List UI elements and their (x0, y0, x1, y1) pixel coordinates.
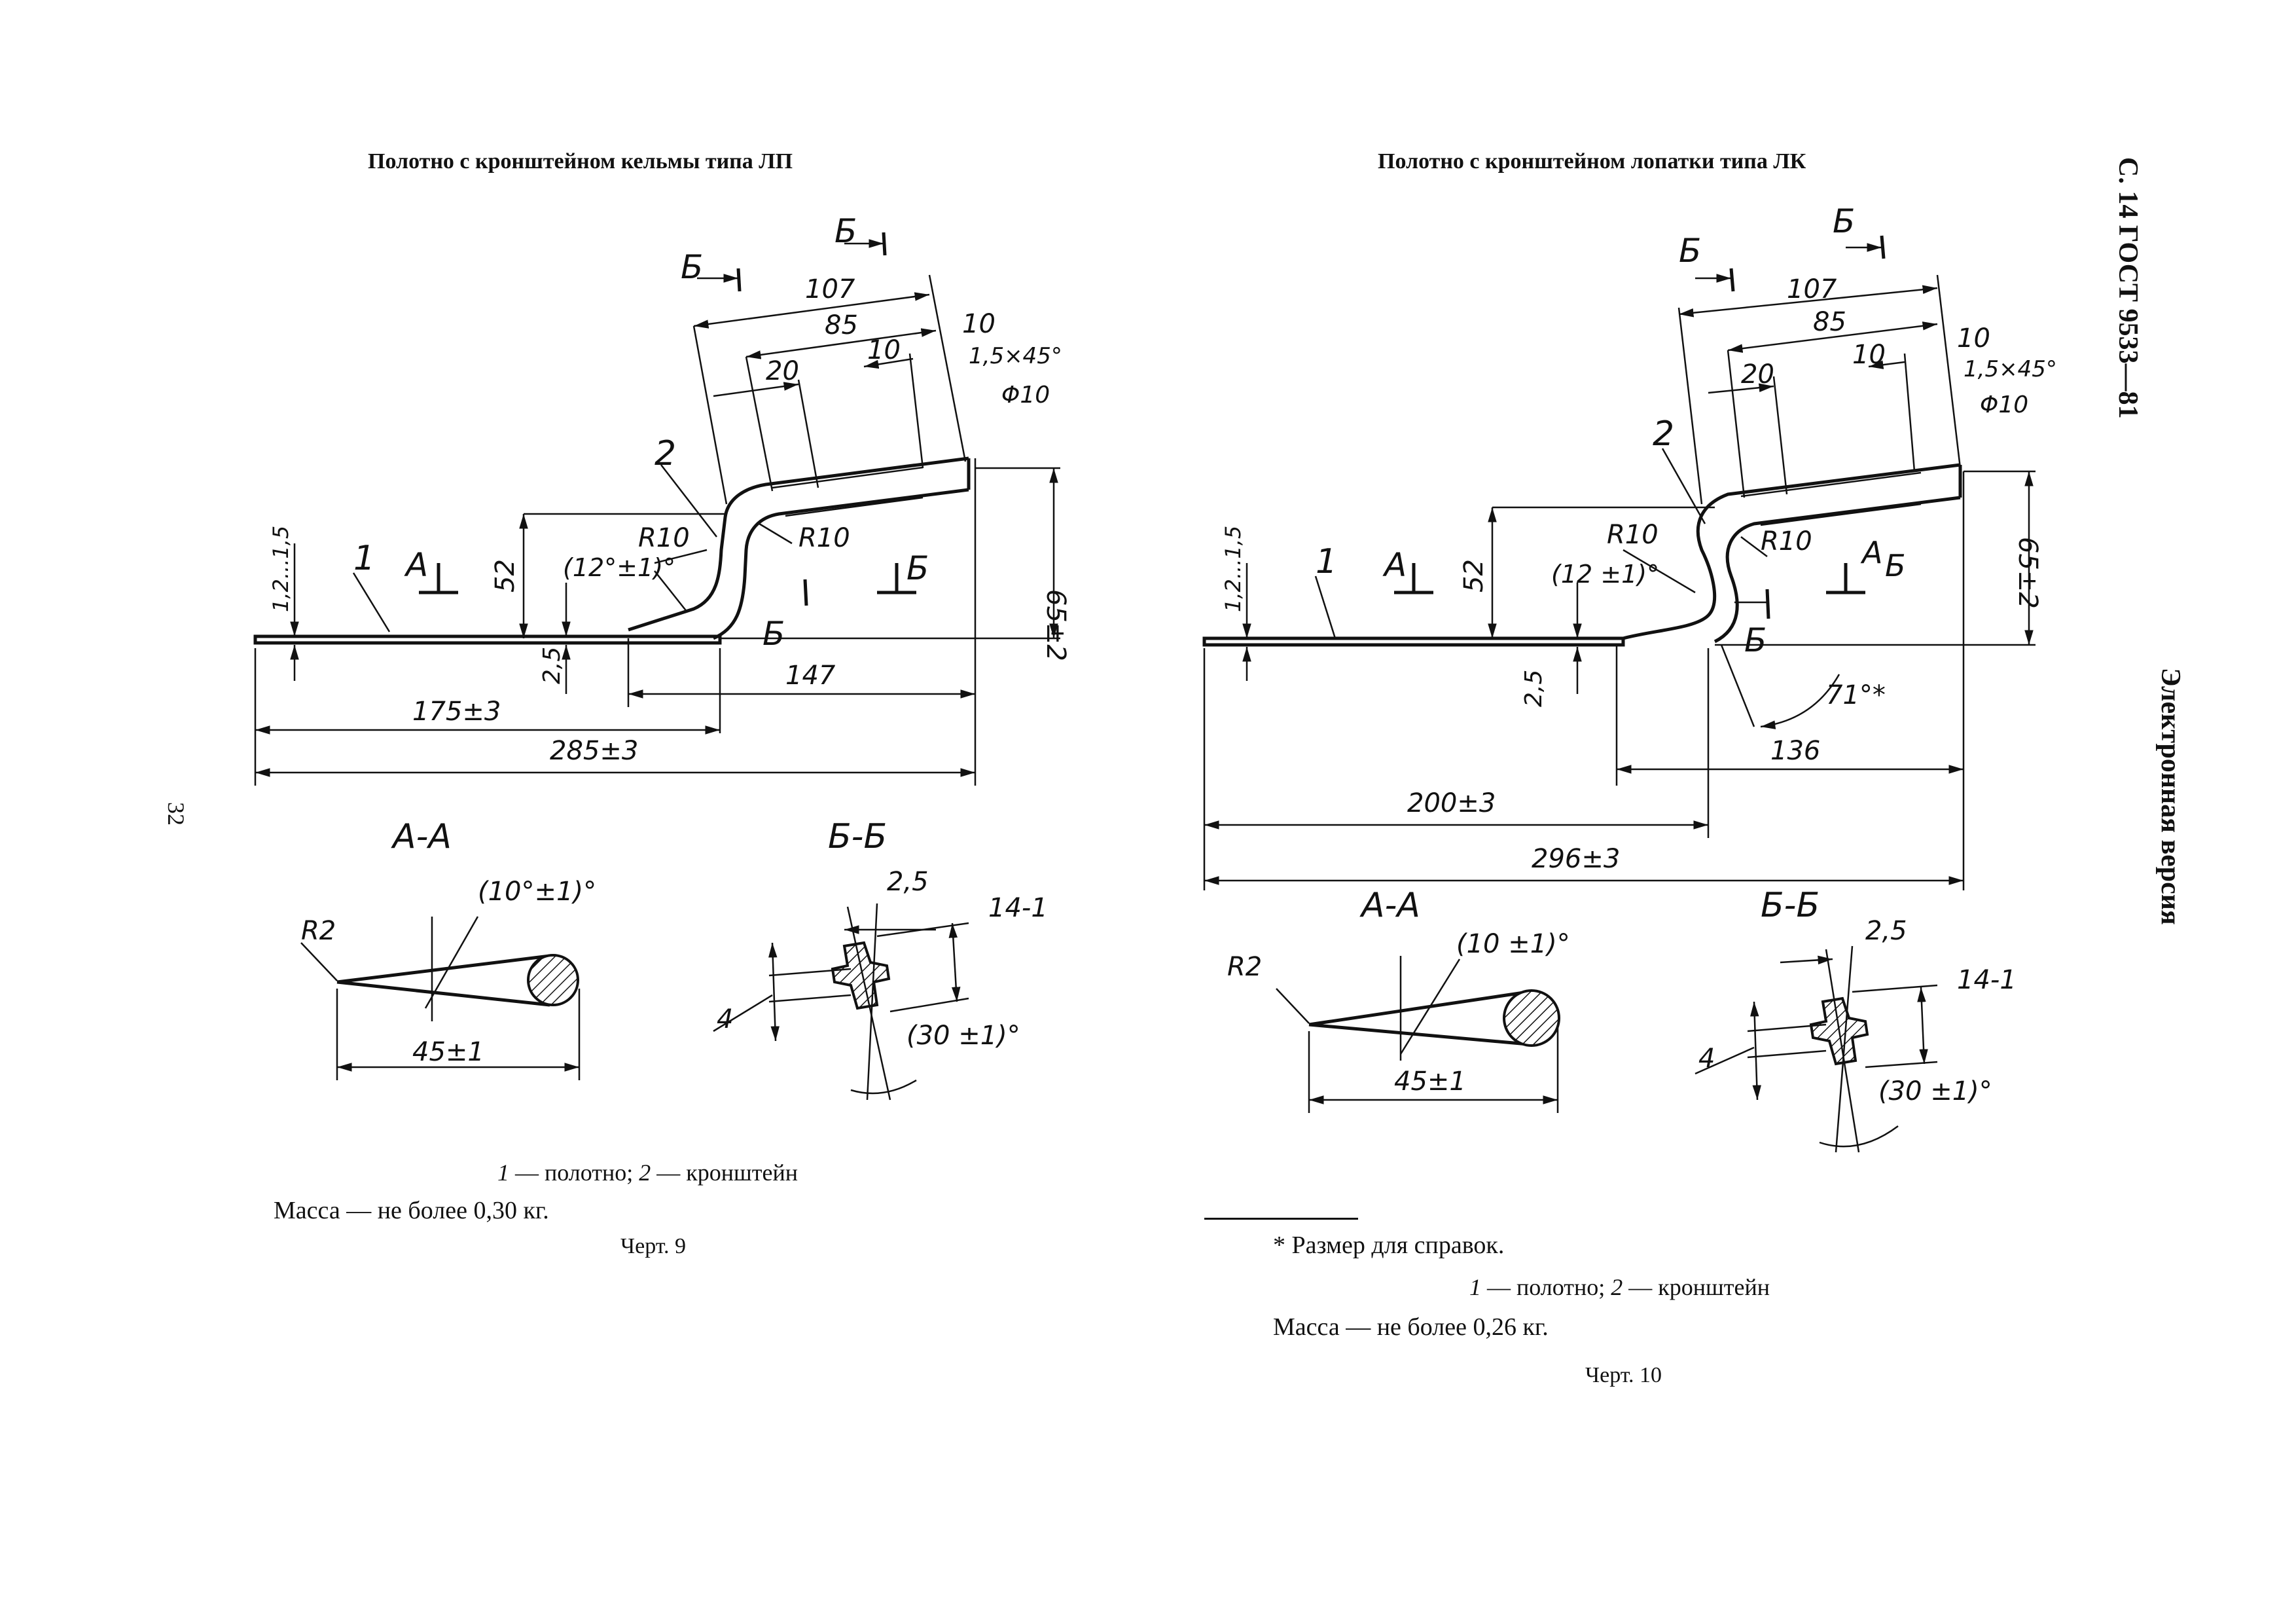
right-main-view: 1 2 А А Б Б Б Б 107 85 20 10 10 1,5×45° … (1202, 202, 2057, 890)
section-a-label-r: А (1382, 546, 1407, 584)
footnote-reference-size: * Размер для справок. (1273, 1231, 1505, 1259)
section-b-label-r1: Б (1679, 232, 1701, 270)
section-a-r2: R2 (301, 916, 336, 946)
dim-65: 65±2 (1041, 589, 1071, 661)
section-b-b-title: Б-Б (828, 817, 887, 856)
section-b-2-5: 2,5 (887, 867, 929, 897)
dim-angle-12-r: (12 ±1)° (1551, 560, 1659, 589)
right-section-b-b: Б-Б 2,5 14-1 4 (30 ±1)° (1695, 886, 2017, 1153)
left-drawing-title: Полотно с кронштейном кельмы типа ЛП (368, 149, 793, 173)
part-2-label-r: 2 (1653, 414, 1674, 454)
right-mass: Масса — не более 0,26 кг. (1273, 1313, 1549, 1341)
dim-phi10: Φ10 (1001, 382, 1050, 409)
dim-chamfer: 1,5×45° (969, 343, 1062, 369)
part-1-label-r: 1 (1316, 542, 1337, 581)
section-a-a-title: А-А (391, 817, 452, 856)
dim-71: 71°* (1826, 680, 1886, 710)
dim-296: 296±3 (1532, 844, 1620, 874)
dim-147: 147 (785, 661, 836, 691)
right-drawing-number: Черт. 10 (1585, 1363, 1662, 1387)
left-drawing-number: Черт. 9 (620, 1234, 687, 1258)
dim-175: 175±3 (412, 697, 501, 727)
dim-136: 136 (1770, 736, 1820, 766)
dim-2-5: 2,5 (539, 647, 565, 684)
dim-20: 20 (766, 356, 799, 386)
section-a-a-title-r: А-А (1359, 886, 1420, 925)
section-b-label-r2: Б (1833, 202, 1855, 240)
dim-r10-outer-r: R10 (1607, 520, 1659, 550)
dim-20-r: 20 (1741, 359, 1774, 390)
section-b-4-r: 4 (1698, 1044, 1715, 1074)
section-b-30: (30 ±1)° (906, 1021, 1020, 1051)
dim-r10-outer: R10 (638, 523, 690, 553)
section-b-2-5-r: 2,5 (1865, 916, 1907, 946)
dim-52: 52 (490, 559, 520, 593)
section-b-30-r: (30 ±1)° (1878, 1076, 1992, 1106)
section-b-b-title-r: Б-Б (1761, 886, 1820, 925)
dim-10-outer-r: 10 (1957, 323, 1990, 354)
right-section-a-a: А-А R2 (10 ±1)° 45±1 (1227, 886, 1570, 1113)
section-a-label: А (404, 546, 428, 584)
dim-85: 85 (825, 310, 858, 340)
section-b-label-1: Б (681, 248, 703, 286)
dim-85-r: 85 (1813, 307, 1846, 337)
dim-10-outer: 10 (962, 309, 996, 339)
dim-angle-12: (12°±1)° (563, 553, 675, 582)
section-b-14-r: 14-1 (1957, 965, 2017, 995)
dim-thickness: 1,2...1,5 (268, 526, 293, 612)
right-drawing-title: Полотно с кронштейном лопатки типа ЛК (1378, 149, 1806, 173)
section-b-4: 4 (717, 1004, 733, 1034)
left-section-b-b: Б-Б 2,5 14-1 4 (30 ±1)° (713, 817, 1048, 1101)
dim-r10-inner-r: R10 (1761, 526, 1812, 556)
dim-phi10-r: Φ10 (1980, 392, 2028, 418)
section-a-angle: (10°±1)° (478, 877, 596, 907)
left-legend: 1 — полотно; 2 — кронштейн (497, 1159, 798, 1186)
part-1-label: 1 (353, 539, 375, 578)
footnote-rule (1204, 1218, 1358, 1220)
left-mass: Масса — не более 0,30 кг. (274, 1197, 549, 1224)
section-b-label-2: Б (834, 212, 857, 250)
dim-r10-inner: R10 (798, 523, 850, 553)
left-main-view: 1 2 А Б Б Б Б 107 85 20 10 10 1,5×45° Φ1… (253, 212, 1071, 786)
dim-52-r: 52 (1459, 559, 1489, 593)
section-a-label-r2: А (1860, 535, 1882, 570)
right-legend: 1 — полотно; 2 — кронштейн (1469, 1274, 1770, 1300)
section-a-45-r: 45±1 (1394, 1067, 1466, 1097)
left-section-a-a: А-А R2 (10°±1)° 45±1 (300, 817, 596, 1080)
dim-107-r: 107 (1787, 274, 1837, 304)
section-b-label-r3: Б (1885, 548, 1906, 583)
part-2-label: 2 (655, 434, 676, 473)
section-b-label-4: Б (762, 615, 785, 653)
dim-thickness-r: 1,2...1,5 (1221, 526, 1246, 612)
dim-chamfer-r: 1,5×45° (1964, 356, 2057, 382)
dim-2-5-r: 2,5 (1520, 670, 1547, 707)
dim-10-inner-r: 10 (1852, 340, 1886, 370)
dim-65-r: 65±2 (2013, 537, 2043, 609)
dim-200: 200±3 (1407, 788, 1496, 818)
dim-107: 107 (805, 274, 855, 304)
section-b-label-r4: Б (1744, 621, 1767, 659)
section-b-label-3: Б (906, 549, 929, 587)
section-a-45: 45±1 (412, 1037, 484, 1067)
dim-285: 285±3 (550, 736, 638, 766)
section-b-14: 14-1 (988, 893, 1048, 923)
section-a-r2-r: R2 (1227, 952, 1262, 982)
section-a-angle-r: (10 ±1)° (1456, 929, 1570, 959)
dim-10-inner: 10 (867, 335, 901, 365)
